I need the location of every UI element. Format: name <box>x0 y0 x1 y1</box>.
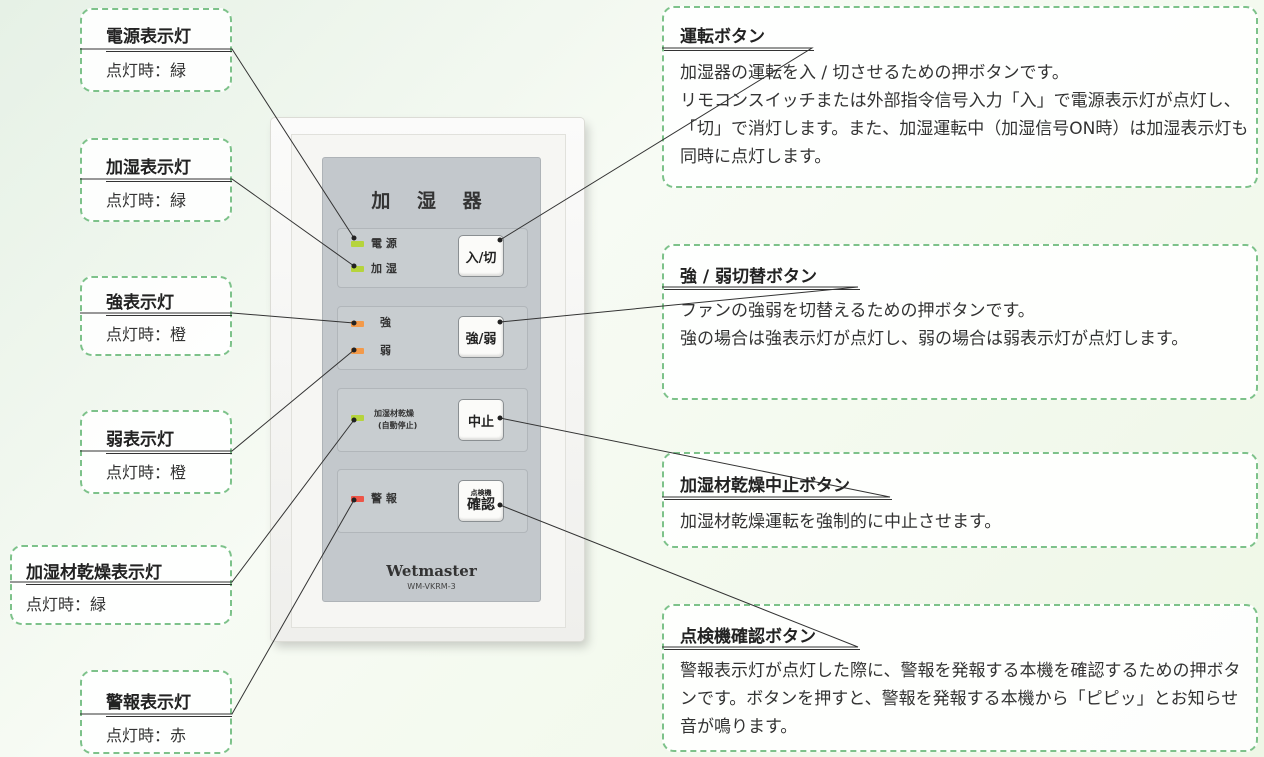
callout-strong-lamp: 強表示灯 点灯時：橙 <box>80 276 232 356</box>
led-strong-label: 強 <box>380 316 391 329</box>
callout-title: 点検機確認ボタン <box>680 627 816 647</box>
callout-alarm-lamp: 警報表示灯 点灯時：赤 <box>80 670 232 754</box>
callout-title: 加湿材乾燥表示灯 <box>26 563 162 583</box>
led-alarm <box>351 496 364 502</box>
led-humid <box>351 266 364 272</box>
led-dry-label-2: (自動停止) <box>378 421 418 430</box>
led-power-label: 電 源 <box>371 237 397 250</box>
callout-title: 運転ボタン <box>680 27 765 47</box>
callout-underline <box>106 716 232 717</box>
group-alarm: 警 報 点検機 確認 <box>337 469 528 533</box>
onoff-button[interactable]: 入/切 <box>458 235 504 277</box>
callout-run-button: 運転ボタン 加湿器の運転を入 / 切させるための押ボタンです。 リモコンスイッチ… <box>662 6 1258 188</box>
callout-title: 警報表示灯 <box>106 693 191 713</box>
remote-panel: 加 湿 器 電 源 加 湿 入/切 強 弱 強/弱 加湿材乾燥 (自動停止) 中… <box>322 157 541 602</box>
led-alarm-label: 警 報 <box>371 492 397 505</box>
callout-power-lamp: 電源表示灯 点灯時：緑 <box>80 8 232 92</box>
callout-underline <box>106 51 232 52</box>
callout-underline <box>664 289 860 290</box>
callout-humid-lamp: 加湿表示灯 点灯時：緑 <box>80 138 232 222</box>
led-power <box>351 241 364 247</box>
callout-underline <box>106 315 232 316</box>
callout-sub: 点灯時：緑 <box>106 191 187 210</box>
model-number: WM-VKRM-3 <box>407 582 456 591</box>
callout-underline <box>664 50 814 51</box>
remote-controller: 加 湿 器 電 源 加 湿 入/切 強 弱 強/弱 加湿材乾燥 (自動停止) 中… <box>271 118 584 641</box>
callout-underline <box>106 181 232 182</box>
callout-check-button: 点検機確認ボタン 警報表示灯が点灯した際に、警報を発報する本機を確認するための押… <box>662 604 1258 752</box>
group-power: 電 源 加 湿 入/切 <box>337 228 528 288</box>
led-weak-label: 弱 <box>380 344 391 357</box>
group-strength: 強 弱 強/弱 <box>337 306 528 370</box>
callout-weak-lamp: 弱表示灯 点灯時：橙 <box>80 410 232 494</box>
callout-sub: 点灯時：橙 <box>106 325 187 344</box>
callout-title: 強 / 弱切替ボタン <box>680 267 818 287</box>
stop-button[interactable]: 中止 <box>458 399 504 441</box>
led-humid-label: 加 湿 <box>371 262 397 275</box>
led-dry-label-1: 加湿材乾燥 <box>374 409 414 418</box>
callout-sub: 点灯時：橙 <box>106 463 187 482</box>
callout-dry-lamp: 加湿材乾燥表示灯 点灯時：緑 <box>10 545 232 625</box>
callout-underline <box>106 453 232 454</box>
callout-desc: 加湿材乾燥運転を強制的に中止させます。 <box>680 512 1002 532</box>
check-button-top: 点検機 <box>470 489 492 497</box>
callout-stop-button: 加湿材乾燥中止ボタン 加湿材乾燥運転を強制的に中止させます。 <box>662 452 1258 548</box>
callout-sub: 点灯時：緑 <box>106 61 187 80</box>
callout-title: 強表示灯 <box>106 293 174 313</box>
callout-strongweak-button: 強 / 弱切替ボタン ファンの強弱を切替えるための押ボタンです。 強の場合は強表… <box>662 244 1258 400</box>
callout-title: 加湿材乾燥中止ボタン <box>680 476 850 496</box>
check-button[interactable]: 点検機 確認 <box>458 480 504 522</box>
callout-desc: 加湿器の運転を入 / 切させるための押ボタンです。 リモコンスイッチまたは外部指… <box>680 63 1249 167</box>
led-dry <box>351 415 364 421</box>
callout-underline <box>664 499 892 500</box>
callout-title: 電源表示灯 <box>106 27 191 47</box>
callout-desc: ファンの強弱を切替えるための押ボタンです。 強の場合は強表示灯が点灯し、弱の場合… <box>680 301 1189 349</box>
brand-logo: Wetmaster <box>386 562 477 580</box>
strong-weak-button[interactable]: 強/弱 <box>458 316 504 358</box>
callout-sub: 点灯時：赤 <box>106 726 187 745</box>
callout-title: 加湿表示灯 <box>106 158 191 178</box>
group-dry: 加湿材乾燥 (自動停止) 中止 <box>337 388 528 452</box>
callout-underline <box>664 649 860 650</box>
led-weak <box>351 348 364 354</box>
panel-title: 加 湿 器 <box>371 190 492 212</box>
callout-sub: 点灯時：緑 <box>26 595 107 614</box>
led-strong <box>351 321 364 327</box>
callout-underline <box>26 584 232 585</box>
check-button-bottom: 確認 <box>467 497 495 513</box>
callout-title: 弱表示灯 <box>106 430 174 450</box>
callout-desc: 警報表示灯が点灯した際に、警報を発報する本機を確認するための押ボタンです。ボタン… <box>680 661 1241 737</box>
